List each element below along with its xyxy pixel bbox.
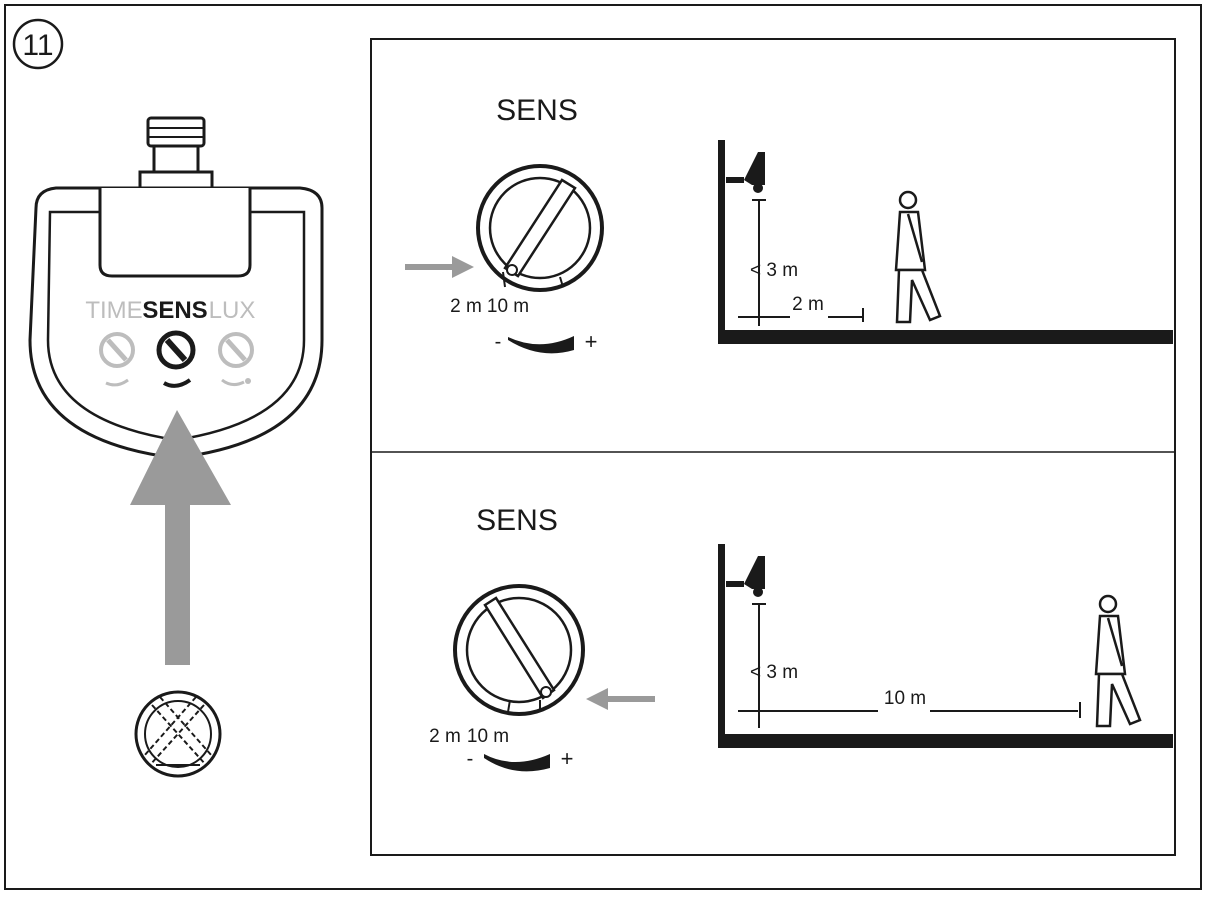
outer-frame [4,4,1202,890]
label-lux: LUX [209,297,256,324]
panel-bottom-wall [718,544,725,748]
panel-top-mounted-sensor-icon [726,152,765,193]
panel-bottom-minus: - [467,748,474,770]
panel-bottom: SENS 2 m 10 m - + < 3 m [429,504,1173,772]
panel-bottom-distance-label: 10 m [884,688,926,709]
label-sens: SENS [142,297,207,324]
panel-top-wall [718,140,725,344]
sensor-window [98,188,252,278]
big-up-arrow-icon [130,410,231,665]
panel-top-plus: + [585,329,598,354]
panel-top-walking-person-icon [894,190,942,324]
panel-bottom-walking-person-icon [1094,594,1142,728]
sensor-connector-cap [146,116,206,148]
sensor-unit: TIME SENS LUX [28,116,324,460]
sens-knob[interactable] [156,330,196,370]
panel-bottom-dial-max: 10 m [467,726,509,747]
knob-detail-icon [134,690,222,778]
panel-bottom-height-label: < 3 m [750,662,798,683]
time-knob[interactable] [99,332,135,368]
panel-bottom-dial [453,584,585,716]
panel-top-floor [718,330,1173,344]
time-ramp-icon [105,378,129,387]
panel-bottom-dial-min: 2 m [429,726,461,747]
panel-top-dial [476,164,604,292]
panel-top-distance-label: 2 m [792,294,824,315]
panel-bottom-plus: + [561,746,574,771]
panel-top-title: SENS [496,94,578,127]
step-badge: 11 [12,18,64,70]
step-badge-circle [12,18,64,70]
panel-top-dial-min: 2 m [450,296,482,317]
label-time: TIME [85,297,142,324]
lux-knob[interactable] [218,332,254,368]
panel-top-minus: - [495,331,502,353]
lux-ramp-icon [221,378,245,387]
panels-frame [370,38,1176,856]
panel-top-ramp-icon [508,336,574,354]
panel-top-height-label: < 3 m [750,260,798,281]
sens-ramp-icon [162,378,192,388]
panel-top-pointer-arrow-icon [405,256,474,278]
panel-top: SENS 2 m 10 m - + < 3 m [405,94,1173,354]
panel-bottom-pointer-arrow-icon [586,688,655,710]
panel-top-dial-max: 10 m [487,296,529,317]
panel-bottom-title: SENS [476,504,558,537]
sensor-connector-neck [152,144,200,174]
panel-bottom-floor [718,734,1173,748]
step-number: 11 [22,29,53,62]
panel-bottom-ramp-icon [484,754,550,772]
panel-bottom-mounted-sensor-icon [726,556,765,597]
